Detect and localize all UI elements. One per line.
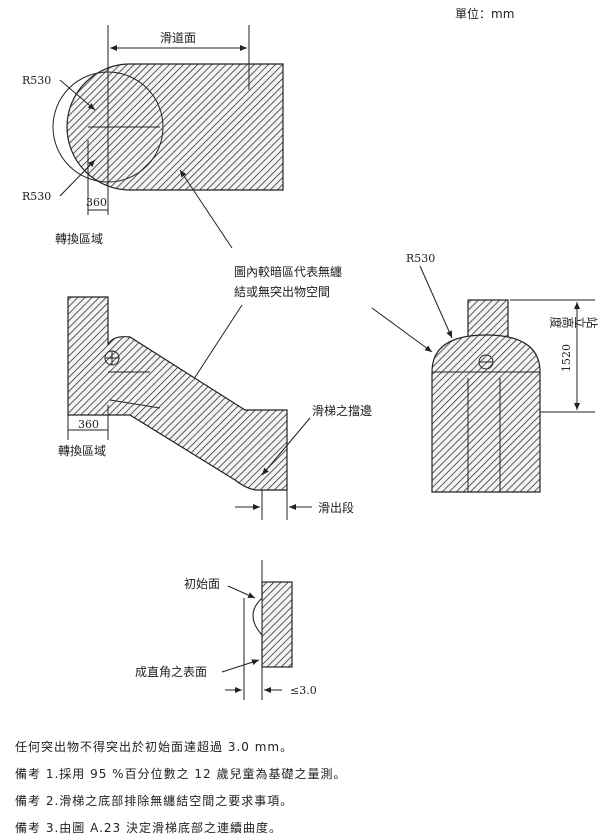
callout-line1: 圖內較暗區代表無纏 [234, 264, 342, 279]
callout-line2: 結或無突出物空間 [234, 284, 330, 299]
initial-surface-label: 初始面 [184, 577, 220, 591]
height-value: 1520 [560, 344, 573, 372]
radius-bottom-label: R530 [22, 190, 51, 203]
transition-length-label: 360 [86, 196, 107, 209]
side-transition-length-label: 360 [78, 418, 99, 431]
note-main: 任何突出物不得突出於初始面達超過 3.0 mm。 [15, 740, 294, 754]
note-3: 備考 3.由圖 A.23 決定滑梯底部之連續曲度。 [15, 821, 282, 835]
note-1: 備考 1.採用 95 %百分位數之 12 歲兒童為基礎之量測。 [15, 767, 347, 781]
side-view: 360 轉換區域 滑梯之擋邊 滑出段 [58, 296, 372, 520]
note-2: 備考 2.滑梯之底部排除無纏結空間之要求事項。 [15, 794, 294, 808]
height-label: 站立高度 [550, 315, 598, 329]
perpendicular-surface-label: 成直角之表面 [135, 665, 207, 679]
radius-top-label: R530 [22, 74, 51, 87]
transition-zone-label: 轉換區域 [55, 232, 103, 246]
top-view: 滑道面 R530 R530 360 轉換區域 [22, 25, 284, 249]
side-wall-label: 滑梯之擋邊 [312, 404, 372, 418]
front-radius-label: R530 [406, 252, 435, 265]
run-out-label: 滑出段 [318, 500, 354, 515]
slide-surface-label: 滑道面 [160, 31, 196, 45]
limit-label: ≤3.0 [290, 684, 317, 697]
front-view: 1520 站立高度 R530 [406, 252, 598, 493]
protrusion-detail: 初始面 成直角之表面 ≤3.0 [135, 560, 317, 700]
unit-label: 單位：mm [455, 6, 514, 21]
side-transition-zone-label: 轉換區域 [58, 444, 106, 458]
